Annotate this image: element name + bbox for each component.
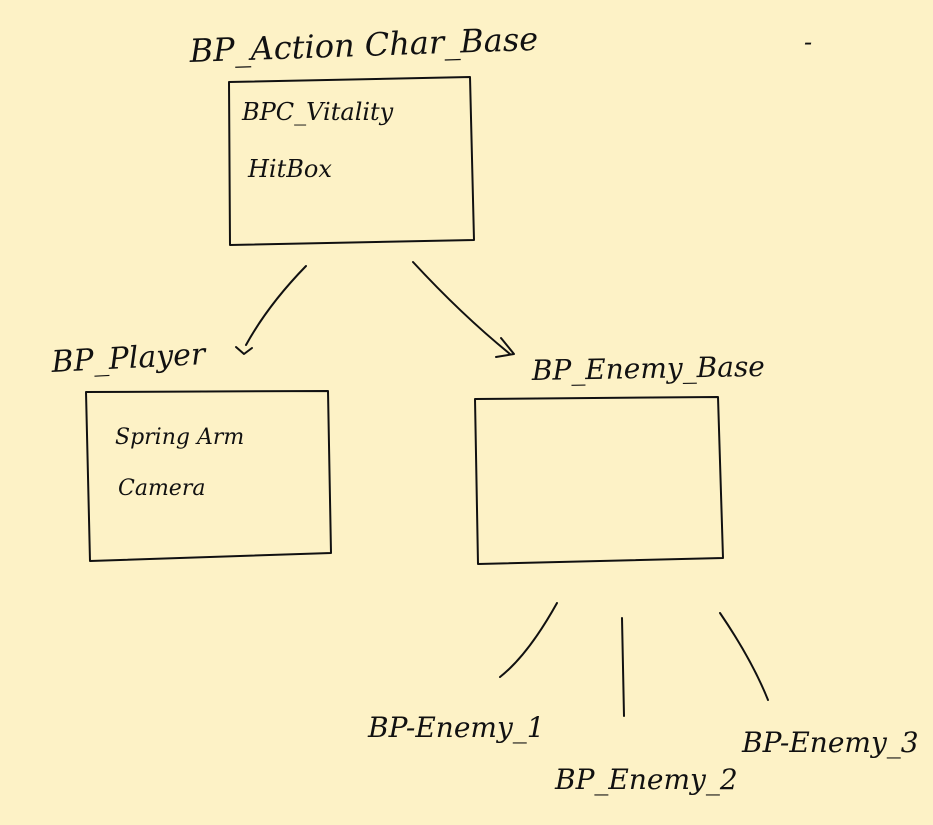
arrow-head-player — [235, 346, 253, 355]
player-class-box — [85, 390, 332, 562]
enemy-base-class-box — [474, 396, 724, 565]
stray-mark: - — [804, 28, 812, 56]
enemy-1-class-title: BP-Enemy_1 — [367, 711, 545, 744]
arrow-to-player — [245, 265, 307, 346]
player-class-title: BP_Player — [50, 337, 208, 380]
player-component-spring-arm: Spring Arm — [115, 425, 244, 450]
enemy-3-class-title: BP-Enemy_3 — [741, 726, 919, 759]
root-component-hitbox: HitBox — [247, 155, 332, 183]
enemy-2-class-title: BP_Enemy_2 — [554, 763, 738, 796]
root-component-vitality: BPC_Vitality — [241, 98, 394, 126]
root-class-title: BP_Action Char_Base — [188, 20, 539, 70]
branch-to-enemy-2 — [621, 617, 625, 717]
root-class-box — [228, 76, 475, 246]
arrow-head-enemy-base — [495, 337, 515, 358]
player-component-camera: Camera — [118, 476, 205, 501]
enemy-base-class-title: BP_Enemy_Base — [531, 350, 766, 387]
branch-to-enemy-3 — [719, 612, 769, 701]
arrow-to-enemy-base — [412, 261, 511, 355]
branch-to-enemy-1 — [499, 602, 558, 678]
